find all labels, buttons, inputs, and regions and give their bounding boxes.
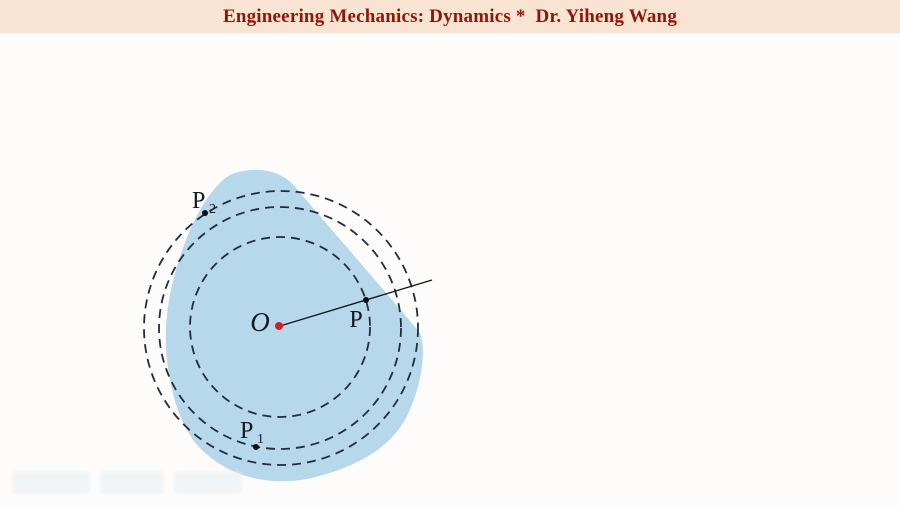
path-circle-outer <box>143 190 419 466</box>
path-circle-middle <box>158 206 402 450</box>
watermark <box>12 471 242 494</box>
point-label-p1-base: P <box>240 418 253 444</box>
watermark-segment <box>174 471 242 494</box>
radius-line <box>279 279 433 327</box>
point-p1-dot <box>253 444 259 450</box>
point-p2-dot <box>202 210 208 216</box>
watermark-segment <box>100 471 164 494</box>
watermark-segment <box>12 471 90 494</box>
point-label-p1-sub: 1 <box>257 432 264 447</box>
center-o-dot <box>275 322 283 330</box>
point-label-p: P <box>349 307 362 333</box>
path-circle-inner <box>189 236 371 418</box>
point-label-p2-base: P <box>192 188 205 214</box>
center-label-o: O <box>250 307 270 337</box>
point-p-dot <box>363 297 369 303</box>
rigid-body-shape <box>165 169 423 482</box>
header-title: Engineering Mechanics: Dynamics * Dr. Yi… <box>222 5 678 27</box>
header-bar: Engineering Mechanics: Dynamics * Dr. Yi… <box>0 0 900 33</box>
point-label-p2-sub: 2 <box>209 202 216 217</box>
